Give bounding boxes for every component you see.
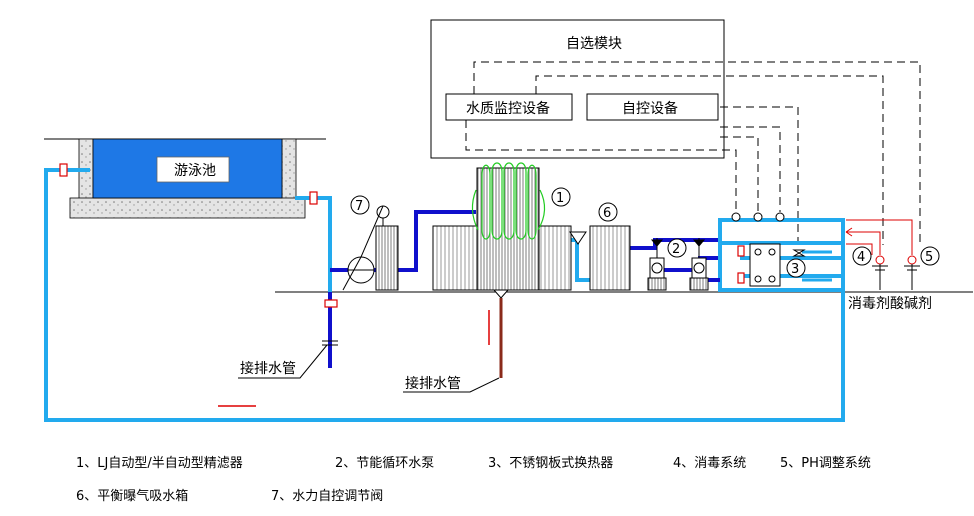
marker-7: 7 <box>350 195 370 215</box>
svg-text:6: 6 <box>603 206 611 221</box>
heat-exchanger <box>731 212 806 287</box>
svg-text:4: 4 <box>857 250 865 265</box>
legend-item-1: 1、LJ自动型/半自动型精滤器 <box>76 456 243 471</box>
chemicals-label: 消毒剂酸碱剂 <box>848 296 932 312</box>
legend-item-2: 2、节能循环水泵 <box>335 456 434 471</box>
water-monitor-box <box>445 93 573 121</box>
drain-label-left-group: 接排水管 <box>238 344 328 379</box>
svg-text:2: 2 <box>672 242 680 257</box>
legend-item-5: 5、PH调整系统 <box>780 456 871 471</box>
legend-item-6: 6、平衡曝气吸水箱 <box>76 488 188 504</box>
drain-valve <box>322 340 338 346</box>
svg-text:5: 5 <box>925 250 933 265</box>
filter-unit <box>432 162 572 378</box>
legend-item-4: 4、消毒系统 <box>673 456 746 471</box>
circulation-pumps <box>647 238 709 291</box>
drain-label-center-group: 接排水管 <box>403 375 500 393</box>
control-module: 自选模块 水质监控设备 自控设备 <box>430 19 725 159</box>
module-title: 自选模块 <box>566 36 622 52</box>
dosing-tanks <box>872 255 920 290</box>
swimming-pool: 游泳池 <box>44 138 326 219</box>
pool-label-box <box>156 156 230 183</box>
balance-tank <box>569 225 631 291</box>
valve-markers <box>59 163 745 308</box>
marker-1: 1 <box>551 187 571 207</box>
legend: 1、LJ自动型/半自动型精滤器 2、节能循环水泵 3、不锈钢板式换热器 4、消毒… <box>76 456 871 504</box>
legend-item-3: 3、不锈钢板式换热器 <box>488 456 613 471</box>
pool-label: 游泳池 <box>174 163 216 179</box>
water-monitor-label: 水质监控设备 <box>466 100 550 117</box>
legend-item-7: 7、水力自控调节阀 <box>271 489 383 504</box>
marker-2: 2 <box>667 238 687 258</box>
hydraulic-valve <box>342 205 399 291</box>
marker-6: 6 <box>598 202 618 222</box>
drain-label-center: 接排水管 <box>405 375 461 392</box>
marker-5: 5 <box>920 246 940 266</box>
outlet-pipes <box>802 250 832 282</box>
svg-text:1: 1 <box>556 191 564 206</box>
auto-control-label: 自控设备 <box>622 100 678 117</box>
marker-4: 4 <box>852 246 872 266</box>
drain-label-left: 接排水管 <box>240 360 296 377</box>
dosing-lines <box>845 219 913 255</box>
control-wiring <box>465 61 921 245</box>
svg-text:3: 3 <box>791 262 799 277</box>
svg-text:7: 7 <box>355 199 363 214</box>
auto-control-box <box>586 93 719 121</box>
marker-3: 3 <box>786 258 806 278</box>
